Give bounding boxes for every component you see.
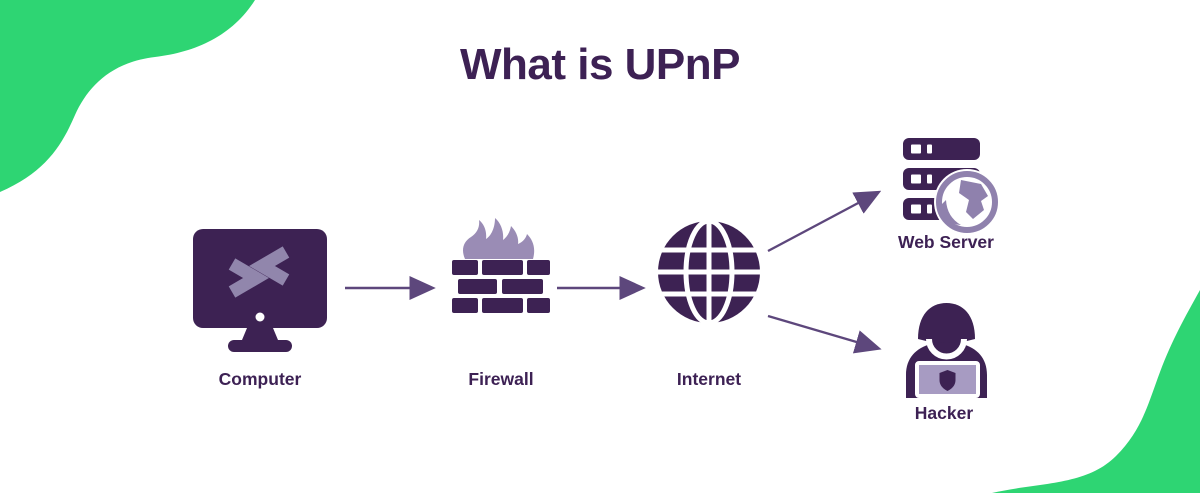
- top-left-green-wave: [0, 0, 255, 192]
- bottom-right-green-wave: [992, 290, 1200, 493]
- hacker-label: Hacker: [914, 403, 974, 423]
- computer-label: Computer: [218, 369, 302, 389]
- web-server-label: Web Server: [898, 232, 994, 252]
- firewall-brick-flame-icon: [452, 215, 550, 315]
- server-rack-globe-icon: [903, 138, 1003, 235]
- arrow-internet-to-hacker: [767, 314, 882, 354]
- internet-label: Internet: [676, 369, 742, 389]
- hacker-laptop-icon: [903, 303, 990, 398]
- arrow-internet-to-webserver: [767, 190, 882, 253]
- globe-grid-icon: [658, 221, 760, 323]
- computer-monitor-icon: [193, 229, 327, 352]
- firewall-label: Firewall: [468, 369, 534, 389]
- page-title: What is UPnP: [459, 40, 741, 89]
